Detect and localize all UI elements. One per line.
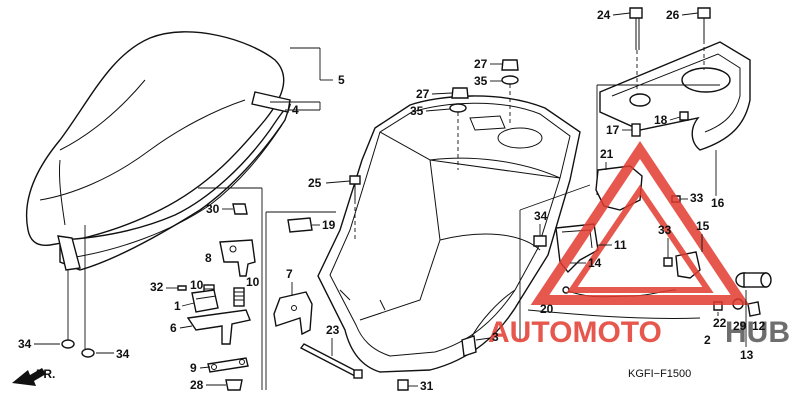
callout-10-right: 10: [246, 275, 260, 289]
callout-8: 8: [205, 251, 212, 265]
callout-1: 1: [174, 299, 181, 313]
callout-10-left: 10: [190, 278, 204, 292]
callout-35-left: 35: [410, 104, 424, 118]
rear-carrier: [599, 41, 751, 151]
bolt-24: [629, 7, 643, 50]
callout-14: 14: [588, 256, 602, 270]
nut-18: [679, 111, 689, 121]
callout-15: 15: [696, 219, 710, 233]
callout-31: 31: [420, 379, 434, 393]
callout-19: 19: [322, 218, 336, 232]
callout-11: 11: [614, 238, 627, 252]
callout-13: 13: [740, 348, 754, 362]
callout-34-left: 34: [18, 337, 32, 351]
nut-34-right: [533, 235, 547, 247]
collar-17: [631, 123, 641, 137]
nut-27-left: [451, 87, 469, 99]
clip-12: [747, 301, 761, 317]
clip-3: [461, 335, 477, 357]
callout-27-left: 27: [416, 87, 430, 101]
nut-27-right: [501, 59, 519, 71]
callout-2: 2: [704, 333, 711, 347]
callout-16: 16: [711, 196, 725, 210]
callout-17: 17: [606, 123, 620, 137]
seat-assembly: [25, 31, 292, 350]
clip-28: [225, 379, 243, 391]
callout-35-right: 35: [474, 74, 488, 88]
callout-7: 7: [286, 267, 293, 281]
callout-24: 24: [597, 8, 611, 22]
bracket-6: [186, 309, 251, 345]
screw-33-mid: [663, 257, 673, 267]
callout-18: 18: [654, 113, 668, 127]
clip-30: [232, 203, 248, 215]
callout-9: 9: [190, 361, 197, 375]
callout-32: 32: [150, 280, 164, 294]
washer-34-left: [61, 339, 75, 349]
actuator-1: [191, 289, 219, 313]
callout-33-top: 33: [690, 191, 704, 205]
callout-3: 3: [492, 330, 499, 344]
callout-27-right: 27: [474, 57, 488, 71]
callout-33-mid: 33: [658, 223, 672, 237]
watermark: AUTOMOTO HUB: [488, 140, 790, 349]
callout-5: 5: [338, 73, 345, 87]
front-arrow: FR.: [12, 367, 55, 386]
front-arrow-label: FR.: [36, 367, 55, 381]
screw-32: [177, 285, 187, 291]
clip-19: [287, 217, 313, 233]
washer-35-right: [501, 75, 519, 85]
key-cable-20: [527, 309, 701, 319]
bracket-7: [273, 291, 313, 336]
callout-23: 23: [326, 323, 340, 337]
callout-25: 25: [308, 176, 322, 190]
callout-26: 26: [666, 8, 680, 22]
watermark-text-red: AUTOMOTO: [488, 316, 662, 349]
callout-4: 4: [292, 103, 299, 117]
callout-22: 22: [713, 316, 727, 330]
callout-34-mid: 34: [116, 347, 130, 361]
spring-10b: [233, 287, 245, 307]
clip-31: [397, 379, 409, 391]
key-cylinder-13: [735, 272, 772, 288]
washer-35-left: [449, 103, 467, 113]
luggage-box: [317, 95, 581, 373]
bracket-8: [219, 239, 256, 277]
callout-34-right: 34: [534, 209, 548, 223]
callout-20: 20: [540, 302, 554, 316]
diagram-code: KGFI−F1500: [628, 368, 691, 380]
watermark-text-gray: HUB: [725, 316, 790, 349]
callout-28: 28: [190, 378, 204, 392]
callout-12: 12: [752, 319, 766, 333]
callout-6: 6: [170, 321, 177, 335]
callout-21: 21: [600, 147, 614, 161]
callout-30: 30: [206, 202, 220, 216]
bolt-23: [299, 343, 363, 379]
link-9: [207, 357, 249, 373]
washer-34-mid: [81, 348, 95, 358]
callout-29: 29: [733, 319, 747, 333]
bolt-26: [697, 7, 711, 40]
